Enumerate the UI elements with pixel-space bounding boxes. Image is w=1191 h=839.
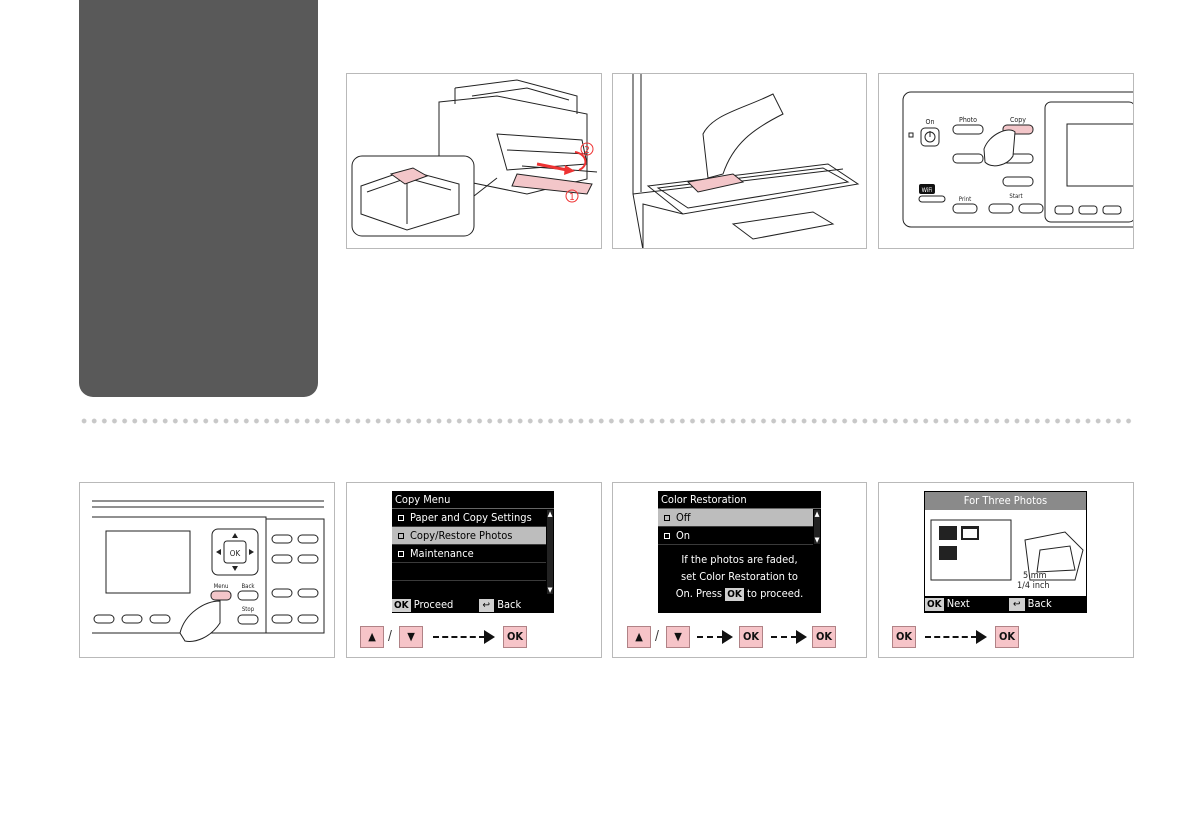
menu-item-label: Paper and Copy Settings <box>410 511 532 524</box>
ok-badge: OK <box>392 599 411 612</box>
scroll-up-icon: ▲ <box>547 510 553 518</box>
photo-label: Photo <box>959 116 977 124</box>
copy-label: Copy <box>1010 116 1026 124</box>
menu-item-empty <box>392 563 546 581</box>
arrow-icon <box>925 630 987 644</box>
on-label: On <box>926 118 935 126</box>
bullet-icon <box>398 515 404 521</box>
up-key[interactable]: ▲ <box>360 626 384 648</box>
down-key[interactable]: ▼ <box>399 626 423 648</box>
scanner-drawing <box>632 74 860 248</box>
message-text: to proceed. <box>747 587 804 600</box>
back-badge-icon: ↩ <box>478 599 495 612</box>
scroll-up-icon: ▲ <box>814 510 820 518</box>
bullet-icon <box>398 551 404 557</box>
lcd-copy-menu: Copy Menu Paper and Copy Settings Copy/R… <box>392 491 554 613</box>
back-label: Back <box>497 598 522 611</box>
back-label: Back <box>1027 597 1052 610</box>
menu-item-maintenance[interactable]: Maintenance <box>392 545 546 563</box>
menu-item-copy-restore[interactable]: Copy/Restore Photos <box>392 527 546 545</box>
arrow-icon <box>433 630 495 644</box>
layout-preview-drawing: 5 mm 1/4 inch <box>930 519 1084 591</box>
screen-title: For Three Photos <box>925 492 1086 510</box>
stop-label: Stop <box>242 606 255 613</box>
print-label: Print <box>959 196 971 203</box>
step-color-restoration: Color Restoration Off On ▲ ▼ If the phot… <box>612 482 867 658</box>
screen-title: Copy Menu <box>392 491 554 509</box>
bullet-icon <box>398 533 404 539</box>
screen-footer: OK Next ↩ Back <box>925 596 1086 612</box>
menu-label: Menu <box>214 583 229 590</box>
option-on[interactable]: On <box>658 527 813 545</box>
illustration-menu-button: OK Menu Back Stop <box>79 482 335 658</box>
scroll-down-icon: ▼ <box>547 586 553 594</box>
slash: / <box>655 629 659 644</box>
scrollbar[interactable]: ▲ ▼ <box>814 510 820 544</box>
proceed-label: Proceed <box>413 598 454 611</box>
step-three-photos: For Three Photos 5 mm 1/4 inch OK Next ↩… <box>878 482 1134 658</box>
lcd-color-restoration: Color Restoration Off On ▲ ▼ If the phot… <box>658 491 821 613</box>
lcd-three-photos: For Three Photos 5 mm 1/4 inch OK Next ↩… <box>924 491 1087 613</box>
ok-key[interactable]: OK <box>739 626 763 648</box>
bullet-icon <box>664 533 670 539</box>
next-label: Next <box>946 597 970 610</box>
control-panel-menu-drawing: OK Menu Back Stop <box>92 500 325 642</box>
section-divider <box>79 417 1135 425</box>
bullet-icon <box>664 515 670 521</box>
dimension-mm: 5 mm <box>1023 571 1047 581</box>
menu-item-label: Maintenance <box>410 547 474 560</box>
ok-key[interactable]: OK <box>892 626 916 648</box>
ok-key[interactable]: OK <box>812 626 836 648</box>
message-line: On. Press OK to proceed. <box>658 585 821 602</box>
down-key[interactable]: ▼ <box>666 626 690 648</box>
ok-key[interactable]: OK <box>503 626 527 648</box>
control-panel-drawing: On Photo Copy Print Start WiFi <box>902 91 1133 228</box>
message-text: On. Press <box>675 587 723 600</box>
message-line: If the photos are faded, <box>681 553 798 566</box>
arrow-icon <box>771 630 807 644</box>
info-message: If the photos are faded, set Color Resto… <box>658 551 821 602</box>
step-1-label: 1 <box>569 192 575 203</box>
start-label: Start <box>1009 193 1022 200</box>
ok-key[interactable]: OK <box>995 626 1019 648</box>
menu-item-paper-settings[interactable]: Paper and Copy Settings <box>392 509 546 527</box>
illustration-scanner-glass <box>612 73 867 249</box>
illustration-paper-cassette: 2 1 <box>346 73 602 249</box>
up-key[interactable]: ▲ <box>627 626 651 648</box>
printer-cassette-drawing: 2 1 <box>351 79 598 237</box>
menu-item-label: Copy/Restore Photos <box>410 529 513 542</box>
dimension-inch: 1/4 inch <box>1017 581 1050 591</box>
step-2-label: 2 <box>584 145 590 156</box>
back-badge-icon: ↩ <box>1008 598 1025 611</box>
option-label: Off <box>676 511 691 524</box>
scrollbar[interactable]: ▲ ▼ <box>547 510 553 594</box>
section-sidebar <box>79 0 318 397</box>
wifi-label: WiFi <box>922 187 933 194</box>
option-label: On <box>676 529 691 542</box>
ok-badge: OK <box>925 598 944 611</box>
ok-label: OK <box>230 549 241 558</box>
back-label: Back <box>241 583 255 590</box>
scroll-down-icon: ▼ <box>814 536 820 544</box>
option-off[interactable]: Off <box>658 509 813 527</box>
illustration-copy-button: On Photo Copy Print Start WiFi <box>878 73 1134 249</box>
screen-footer: OK Proceed ↩ Back <box>392 597 554 613</box>
screen-title: Color Restoration <box>658 491 821 509</box>
arrow-icon <box>697 630 733 644</box>
slash: / <box>388 629 392 644</box>
step-copy-menu: Copy Menu Paper and Copy Settings Copy/R… <box>346 482 602 658</box>
ok-badge: OK <box>725 588 744 601</box>
message-line: set Color Restoration to <box>681 570 798 583</box>
